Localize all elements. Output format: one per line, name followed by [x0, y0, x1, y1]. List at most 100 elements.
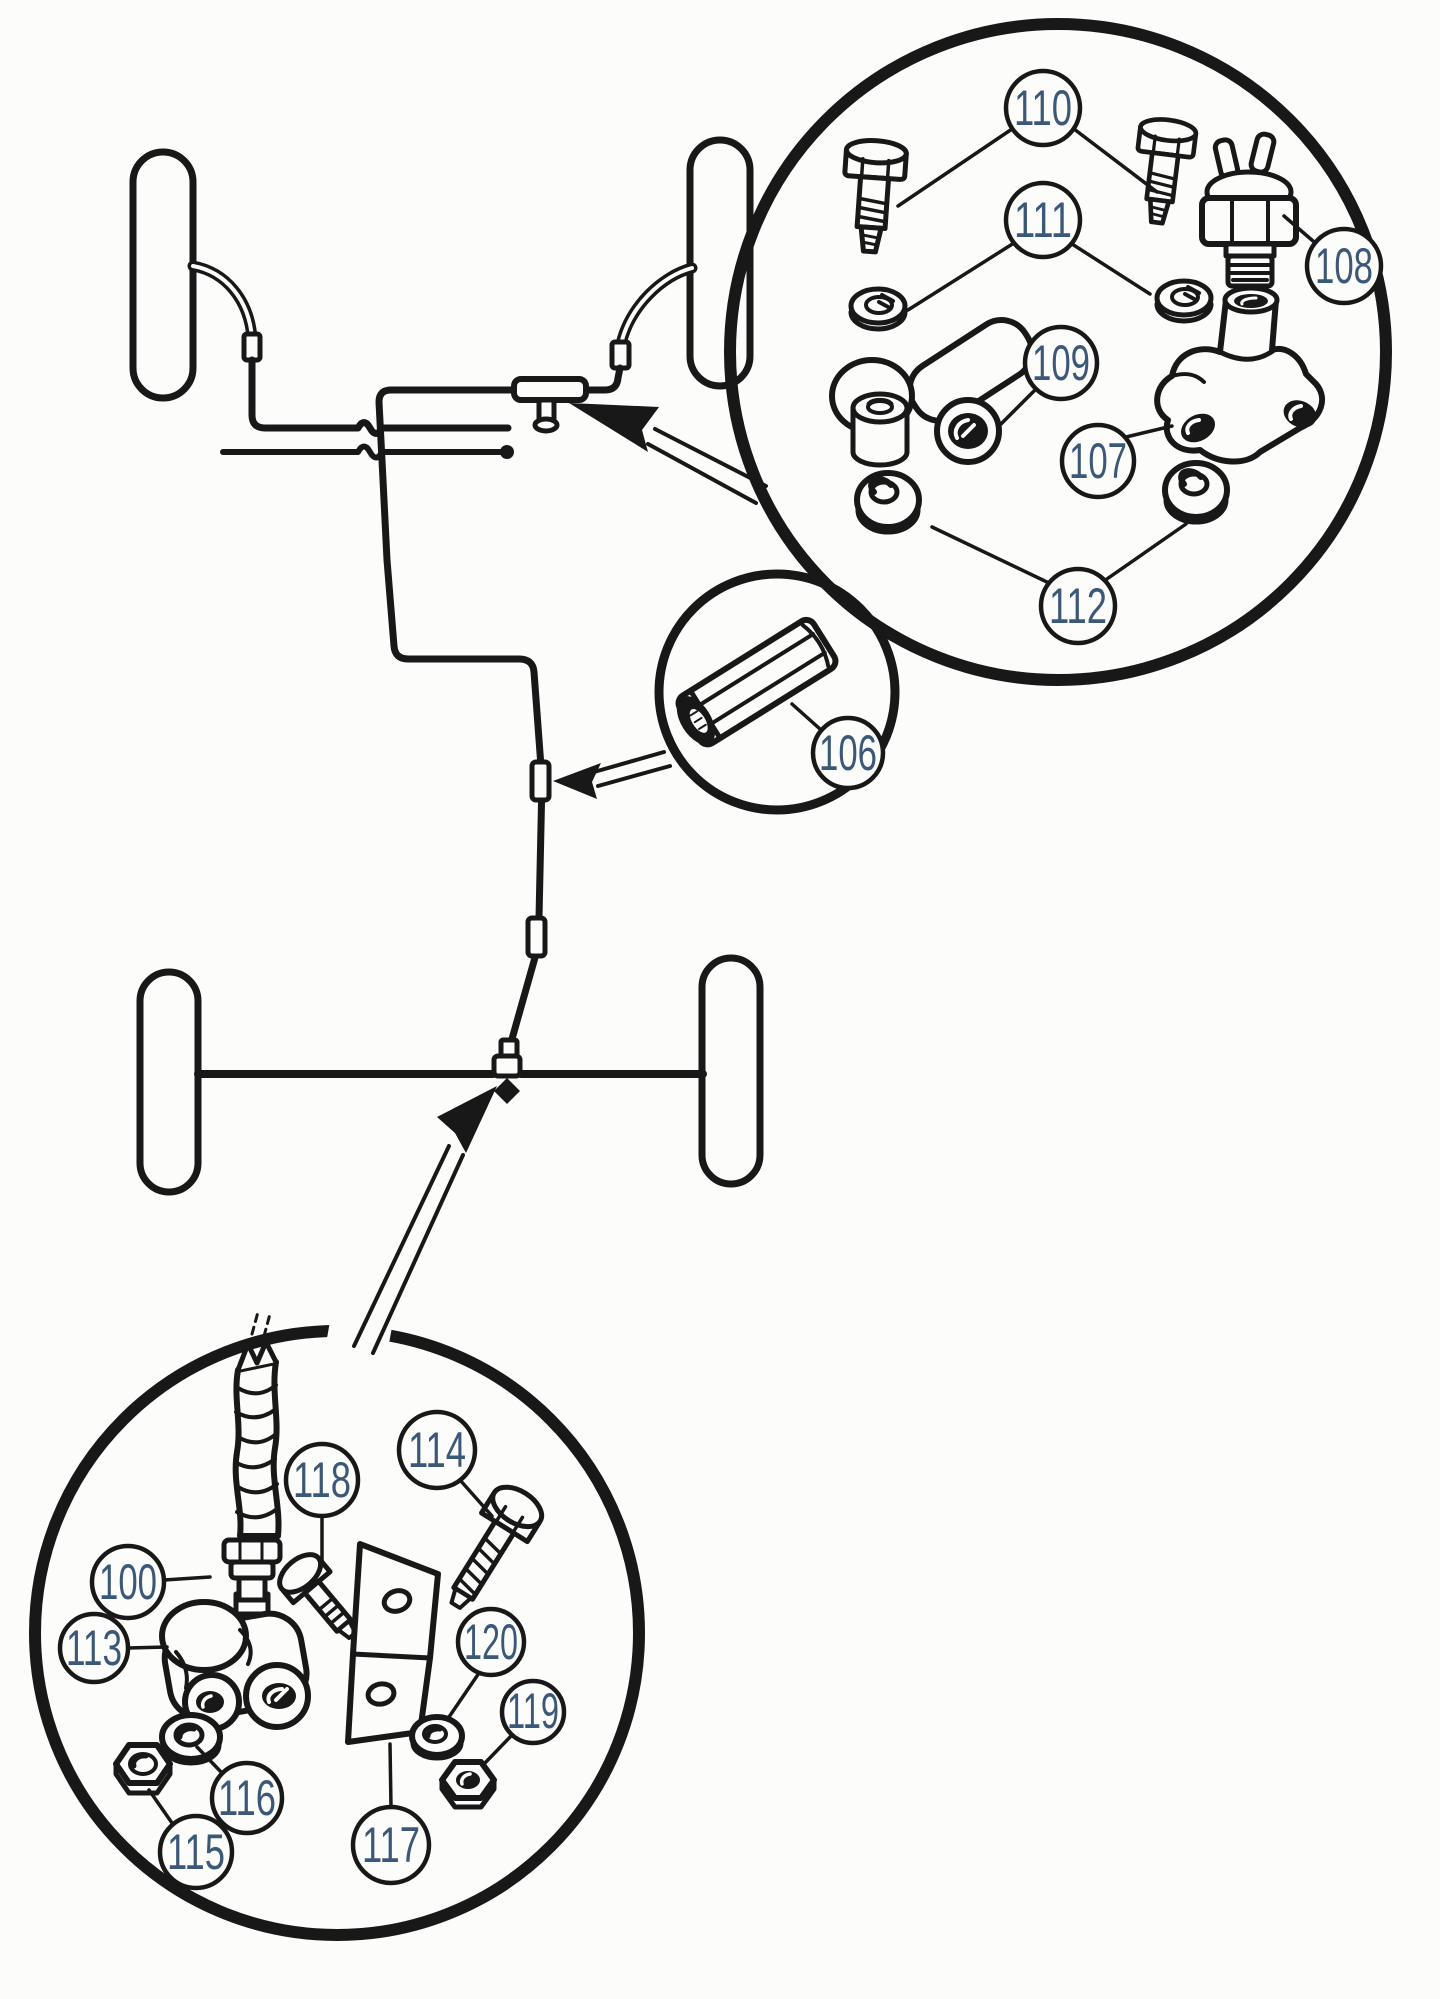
- pipe-sleeve: [525, 915, 548, 959]
- callout-circle: [350, 1804, 432, 1886]
- detail-circle-outline: [654, 569, 900, 815]
- callout-label: 111: [1014, 192, 1072, 248]
- connector-bore-threads: [689, 710, 707, 730]
- front-tee-fitting: [511, 376, 589, 434]
- nut-115: [113, 1742, 173, 1796]
- callout-circle: [810, 715, 886, 791]
- washer-rim: [1154, 301, 1214, 324]
- washer-hole-shade: [868, 476, 894, 495]
- bolt-tip: [449, 1586, 473, 1610]
- leader-113: [126, 1645, 169, 1650]
- connector-end-curve: [800, 623, 831, 668]
- switch-hex-facets: [1230, 198, 1270, 244]
- washer-hole: [1170, 287, 1200, 307]
- union-lobe-line: [1170, 372, 1206, 384]
- callout-114: 114: [396, 1409, 478, 1491]
- union-bore-left-glint: [1185, 418, 1201, 435]
- pipe-main-rear-run: [375, 386, 546, 1050]
- leader-119: [482, 1733, 514, 1766]
- union-cylinder-sides: [850, 405, 910, 455]
- hose-neck: [236, 1575, 268, 1603]
- bolt-114: [449, 1484, 545, 1610]
- arrow-head: [569, 403, 659, 452]
- leader-106: [790, 702, 822, 731]
- nut-119: [439, 1759, 497, 1810]
- arrow-shaft: [352, 1144, 465, 1355]
- detail-circle-outline: [724, 18, 1392, 686]
- bracket-117: [345, 1541, 441, 1745]
- callout-circle: [1003, 180, 1083, 260]
- callout-label: 115: [167, 1824, 225, 1880]
- arrow-head: [437, 1086, 497, 1153]
- detail-circle-inline-connector: 106: [553, 569, 900, 815]
- hose-front-right-core: [619, 266, 694, 346]
- washer-rim: [855, 507, 921, 535]
- leader-107: [1120, 424, 1174, 440]
- callout-100: 100: [89, 1543, 167, 1621]
- wheel-front-left: [129, 148, 197, 402]
- union-bore-left-glint: [200, 1694, 213, 1709]
- bolt-head-facets: [495, 1504, 525, 1533]
- callout-circle: [1304, 226, 1384, 306]
- callout-circle: [157, 1813, 235, 1891]
- callout-label: 108: [1315, 238, 1373, 294]
- wheel-rear-right: [698, 954, 764, 1188]
- hose-front-left-core: [191, 264, 254, 340]
- callout-label: 118: [293, 1452, 351, 1508]
- pipe-front-left-circuit: [248, 356, 512, 437]
- spring-washer-111-right: [1154, 278, 1214, 324]
- callout-111: 111: [1003, 180, 1083, 260]
- callout-116: 116: [209, 1760, 285, 1836]
- gasket-washer-112-left: [854, 470, 922, 535]
- leader-112-right: [1102, 522, 1188, 583]
- hose-front-right: [615, 262, 698, 350]
- callout-circle: [1022, 324, 1100, 402]
- union-bore-right-glint: [1288, 404, 1303, 421]
- bolt-threads: [318, 1597, 344, 1624]
- washer-split: [1183, 285, 1201, 302]
- detail-circle-front-junction: 110 111 109 107 108 112: [569, 18, 1392, 686]
- hose-collar-nut: [221, 1537, 283, 1565]
- arrow-to-front-tee: [569, 403, 768, 505]
- hex-connector-106: [675, 616, 839, 748]
- callout-circle: [89, 1543, 167, 1621]
- pressure-switch-108: [1199, 131, 1299, 289]
- callout-118: 118: [283, 1441, 361, 1519]
- leader-111-right: [1070, 242, 1152, 296]
- bolt-head-top: [490, 1484, 545, 1530]
- leader-111-left: [906, 241, 1016, 312]
- callout-108: 108: [1304, 226, 1384, 306]
- leader-100: [162, 1575, 212, 1582]
- arrow-to-inline-connector: [553, 750, 672, 799]
- hose-union-front-left: [241, 331, 263, 363]
- spring-washer-111-left: [848, 286, 908, 332]
- union-bore-right: [1283, 400, 1317, 428]
- bolt-head-top: [277, 1552, 324, 1595]
- washer-hole-shade: [1178, 468, 1204, 487]
- rear-junction-nut: [494, 1078, 520, 1104]
- callout-circle: [1059, 422, 1137, 500]
- washer-hole-shade: [425, 1726, 443, 1739]
- arrow-shaft: [646, 427, 768, 505]
- bolt-110-left: [839, 139, 907, 254]
- washer-120: [409, 1714, 465, 1761]
- union-bore-right-glint: [266, 1687, 289, 1704]
- union-bore-glint: [953, 418, 976, 440]
- callout-119: 119: [499, 1678, 567, 1746]
- bracket-bend-line: [350, 1651, 433, 1661]
- union-top-bore: [1234, 294, 1268, 308]
- bolt-110-right: [1129, 117, 1197, 226]
- callout-label: 106: [819, 725, 877, 781]
- washer-rim: [1163, 497, 1229, 525]
- wheel-rear-left: [136, 968, 202, 1196]
- bolt-shank: [451, 1518, 517, 1602]
- callout-label: 112: [1049, 578, 1107, 634]
- inline-connector-on-pipe: [529, 759, 552, 803]
- callout-label: 120: [464, 1614, 518, 1670]
- callout-107: 107: [1059, 422, 1137, 500]
- hose-break-dashes: [250, 1310, 272, 1338]
- leader-110-left: [896, 127, 1014, 208]
- callout-label: 100: [99, 1554, 157, 1610]
